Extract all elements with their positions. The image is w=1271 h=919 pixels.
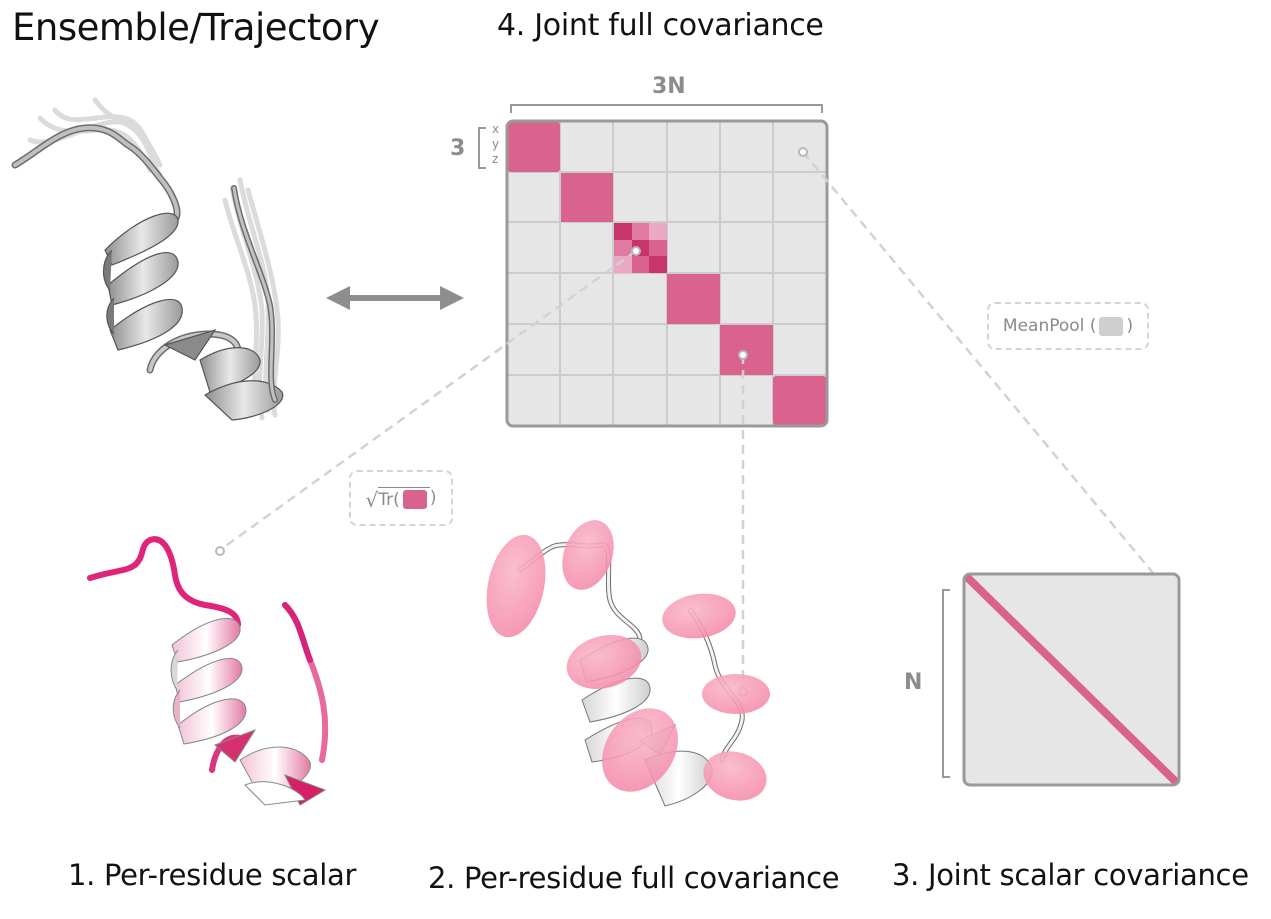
trace-operation-box: √Tr() (349, 470, 453, 526)
scalar-matrix-diagonal (964, 574, 1179, 785)
pink-block-swatch (402, 490, 427, 509)
joint-scalar-covariance-matrix (942, 572, 1181, 787)
trace-text: Tr( (378, 489, 400, 510)
axis-z-label: z (492, 152, 499, 166)
block-size-label: 3 (450, 136, 466, 161)
per-residue-full-covariance-label: 2. Per-residue full covariance (428, 861, 840, 895)
matrix-width-label: 3N (652, 74, 686, 99)
ellipsoid-7 (703, 751, 767, 801)
per-residue-full-covariance-protein (486, 520, 770, 807)
ellipsoid-4 (662, 593, 736, 639)
matrix-frame (505, 119, 829, 428)
joint-scalar-size-label: N (904, 670, 923, 695)
joint-full-covariance-matrix (505, 119, 829, 428)
per-residue-scalar-label: 1. Per-residue scalar (68, 858, 357, 892)
joint-scalar-covariance-label: 3. Joint scalar covariance (892, 858, 1249, 892)
meanpool-close: ) (1126, 316, 1134, 336)
meanpool-text: MeanPool ( (1002, 316, 1097, 336)
ellipsoid-1 (486, 534, 546, 638)
connector-trace (219, 249, 637, 552)
joint-full-covariance-title: 4. Joint full covariance (497, 8, 824, 43)
diag-block-3-detail (614, 223, 667, 273)
ellipsoid-2 (562, 520, 614, 590)
size-bracket (942, 589, 950, 778)
connector-meanpool (802, 151, 1164, 586)
ellipsoid-6 (602, 708, 678, 792)
scalar-matrix-frame (962, 572, 1181, 787)
covariance-ellipsoids (486, 520, 770, 801)
diag-block-1 (508, 122, 560, 172)
diag-block-2 (561, 173, 613, 222)
per-residue-scalar-protein (87, 536, 329, 806)
ensemble-protein (11, 97, 284, 421)
sqrt-symbol: √Tr( (366, 486, 430, 510)
block-bracket (478, 127, 486, 169)
connector-lines (219, 151, 1164, 690)
gray-block-swatch (1099, 316, 1124, 336)
diag-block-4 (667, 274, 720, 324)
ellipsoid-3 (566, 635, 642, 689)
meanpool-operation-box: MeanPool () (987, 302, 1149, 350)
ensemble-title: Ensemble/Trajectory (12, 6, 380, 49)
trace-close: ) (429, 488, 437, 508)
diag-block-5 (720, 325, 773, 375)
axis-x-label: x (492, 122, 500, 136)
diag-block-6 (773, 376, 826, 425)
width-bracket (510, 104, 823, 113)
ellipsoid-5 (702, 674, 770, 714)
diagonal-blocks (508, 122, 826, 425)
axis-y-label: y (492, 137, 500, 151)
